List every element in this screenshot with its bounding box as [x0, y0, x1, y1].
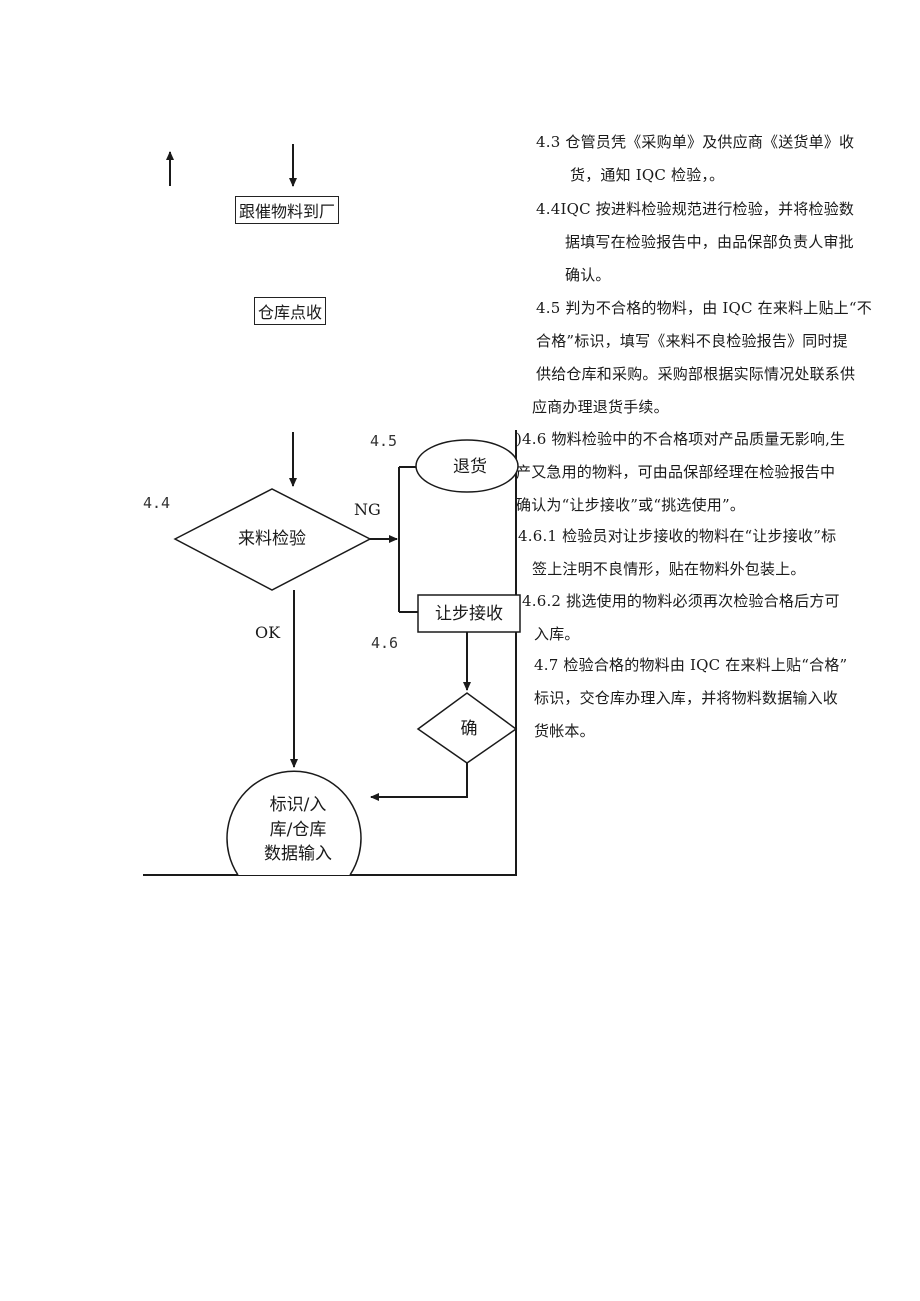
p45-line-4: 应商办理退货手续。	[532, 398, 669, 416]
p47-line-2: 标识，交仓库办理入库，并将物料数据输入收	[534, 689, 839, 707]
return-oval	[415, 439, 519, 493]
confirm-to-storage-arrow	[370, 763, 468, 801]
warehouse-count-box: 仓库点收	[254, 297, 327, 325]
concession-box	[417, 594, 521, 633]
p45-line-2: 合格”标识，填写《来料不良检验报告》同时提	[536, 332, 848, 350]
return-label: 退货	[453, 457, 487, 477]
paragraph-4-3: 4.3 仓管员凭《采购单》及供应商《送货单》收 货，通知 IQC 检验，。	[536, 126, 854, 192]
ok-label: OK	[255, 623, 281, 642]
inspection-diamond	[173, 488, 372, 591]
p46-line-3: 确认为“让步接收”或“挑选使用”。	[516, 496, 746, 514]
step-label-4-5: 4.5	[370, 432, 397, 450]
follow-up-box: 跟催物料到厂	[235, 196, 340, 224]
confirm-label: 确	[461, 719, 478, 739]
paragraph-4-6-2: 4.6.2 挑选使用的物料必须再次检验合格后方可 入库。	[522, 585, 840, 651]
p44-line-2: 据填写在检验报告中，由品保部负责人审批	[565, 233, 854, 251]
storage-label-line-2: 库/仓库	[270, 820, 327, 840]
p461-line-2: 签上注明不良情形，贴在物料外包装上。	[532, 560, 806, 578]
p44-line-1: 4.4IQC 按进料检验规范进行检验，并将检验数	[536, 200, 855, 218]
p462-line-1: 4.6.2 挑选使用的物料必须再次检验合格后方可	[522, 592, 840, 610]
p461-line-1: 4.6.1 检验员对让步接收的物料在“让步接收”标	[518, 527, 837, 545]
p47-line-3: 货帐本。	[534, 722, 595, 740]
p462-line-2: 入库。	[534, 625, 580, 643]
step-label-4-6: 4.6	[371, 634, 398, 652]
paragraph-4-6-1: 4.6.1 检验员对让步接收的物料在“让步接收”标 签上注明不良情形，贴在物料外…	[518, 520, 836, 586]
storage-label-line-1: 标识/入	[270, 795, 327, 815]
paragraph-4-5: 4.5 判为不合格的物料，由 IQC 在来料上贴上“不 合格”标识，填写《来料不…	[532, 292, 872, 424]
p44-line-3: 确认。	[565, 266, 611, 284]
p46-line-2: 产又急用的物料，可由品保部经理在检验报告中	[516, 463, 836, 481]
paragraph-4-4: 4.4IQC 按进料检验规范进行检验，并将检验数 据填写在检验报告中，由品保部负…	[536, 193, 854, 292]
inspection-label: 来料检验	[238, 529, 306, 549]
ng-label: NG	[354, 500, 381, 519]
p43-line-1: 4.3 仓管员凭《采购单》及供应商《送货单》收	[536, 133, 855, 151]
paragraph-4-6: )4.6 物料检验中的不合格项对产品质量无影响,生 产又急用的物料，可由品保部经…	[516, 423, 845, 522]
confirm-diamond	[416, 692, 518, 764]
p47-line-1: 4.7 检验合格的物料由 IQC 在来料上贴“合格”	[534, 656, 848, 674]
paragraph-4-7: 4.7 检验合格的物料由 IQC 在来料上贴“合格” 标识，交仓库办理入库，并将…	[534, 649, 847, 748]
p45-line-1: 4.5 判为不合格的物料，由 IQC 在来料上贴上“不	[536, 299, 872, 317]
storage-circle	[226, 770, 362, 876]
concession-label: 让步接收	[435, 604, 503, 624]
p46-line-1: )4.6 物料检验中的不合格项对产品质量无影响,生	[516, 430, 846, 448]
p43-line-2: 货，通知 IQC 检验，。	[570, 166, 725, 184]
storage-label-line-3: 数据输入	[264, 844, 332, 864]
step-label-4-4: 4.4	[143, 494, 170, 512]
p45-line-3: 供给仓库和采购。采购部根据实际情况处联系供	[536, 365, 856, 383]
